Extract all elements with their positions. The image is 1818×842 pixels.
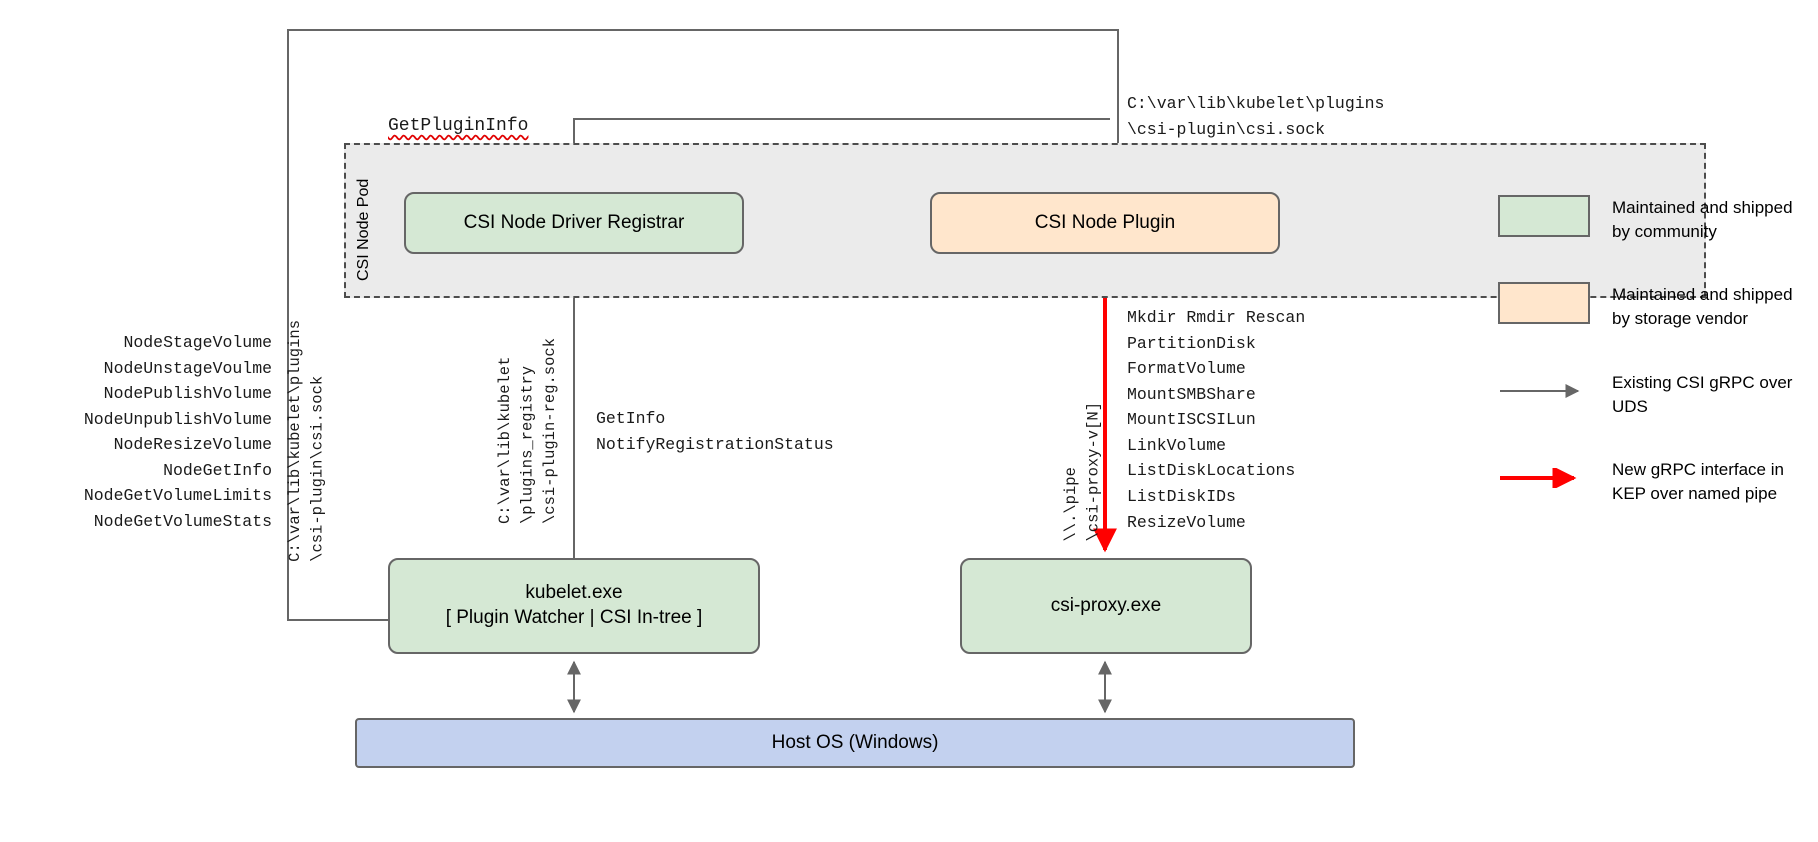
node-label: csi-proxy.exe bbox=[1050, 594, 1162, 616]
label-uds-path-registry: C:\var\lib\kubelet \plugins_registry \cs… bbox=[496, 338, 559, 525]
legend-item-new-grpc-kep: New gRPC interface in KEP over named pip… bbox=[1498, 457, 1798, 506]
legend-label: New gRPC interface in KEP over named pip… bbox=[1612, 459, 1784, 503]
legend-arrow-gray-cell bbox=[1498, 370, 1590, 412]
legend-swatch-green bbox=[1498, 195, 1590, 237]
node-label: CSI Node Plugin bbox=[1034, 211, 1176, 233]
gray-arrow-icon bbox=[1500, 383, 1580, 398]
node-label: CSI Node Driver Registrar bbox=[463, 211, 685, 233]
node-label: Host OS (Windows) bbox=[771, 731, 939, 753]
legend-label: Maintained and shipped by storage vendor bbox=[1612, 285, 1793, 329]
node-csi-node-plugin[interactable]: CSI Node Plugin bbox=[930, 192, 1280, 254]
legend-label: Existing CSI gRPC over UDS bbox=[1612, 372, 1793, 416]
legend: Maintained and shipped by community Main… bbox=[1498, 195, 1798, 544]
label-plugin-socket-path: C:\var\lib\kubelet\plugins \csi-plugin\c… bbox=[1127, 94, 1385, 139]
label-uds-path-plugin: C:\var\lib\kubelet\plugins \csi-plugin\c… bbox=[286, 320, 327, 562]
legend-item-community: Maintained and shipped by community bbox=[1498, 195, 1798, 244]
label-named-pipe-path: \\.\pipe \csi-proxy-v[N] bbox=[1062, 402, 1103, 542]
node-kubelet-exe[interactable]: kubelet.exe [ Plugin Watcher | CSI In-tr… bbox=[388, 558, 760, 654]
label-node-service-apis: NodeStageVolume NodeUnstageVoulme NodePu… bbox=[83, 333, 272, 531]
legend-swatch-yellow bbox=[1498, 282, 1590, 325]
legend-item-vendor: Maintained and shipped by storage vendor bbox=[1498, 282, 1798, 331]
legend-item-existing-csi-grpc: Existing CSI gRPC over UDS bbox=[1498, 370, 1798, 419]
red-arrow-icon bbox=[1500, 467, 1577, 488]
node-csi-proxy-exe[interactable]: csi-proxy.exe bbox=[960, 558, 1252, 654]
wire-kubelet-to-plugin bbox=[287, 29, 1125, 621]
label-csi-proxy-apis: Mkdir Rmdir Rescan PartitionDisk FormatV… bbox=[1127, 308, 1306, 532]
legend-label: Maintained and shipped by community bbox=[1612, 198, 1793, 242]
node-label-line1: kubelet.exe bbox=[525, 582, 623, 604]
node-label-line2: [ Plugin Watcher | CSI In-tree ] bbox=[445, 607, 703, 628]
label-registration-apis: GetInfo NotifyRegistrationStatus bbox=[596, 409, 834, 454]
label-get-plugin-info: GetPluginInfo bbox=[388, 116, 529, 136]
node-csi-node-driver-registrar[interactable]: CSI Node Driver Registrar bbox=[404, 192, 744, 254]
legend-arrow-red-cell bbox=[1498, 457, 1590, 499]
csi-node-pod-label: CSI Node Pod bbox=[355, 178, 372, 282]
node-host-os[interactable]: Host OS (Windows) bbox=[355, 718, 1355, 768]
